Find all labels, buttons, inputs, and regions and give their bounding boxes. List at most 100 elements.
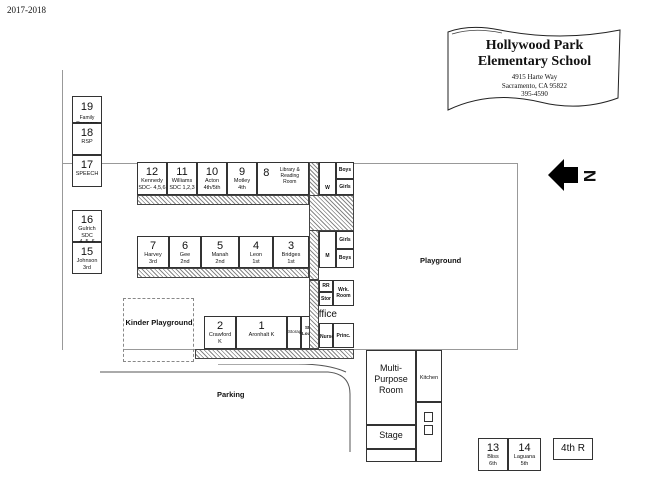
- room-4[interactable]: 4 Leon 1st: [239, 236, 273, 268]
- room-8[interactable]: 8 Library & Reading Room: [257, 162, 309, 195]
- room-9-number: 9: [238, 166, 246, 178]
- room-10-number: 10: [205, 166, 219, 178]
- room-19[interactable]: 19 Family Resource Rm: [72, 96, 102, 133]
- room-15-number: 15: [80, 246, 94, 258]
- room-14[interactable]: 14 Laguana 5th: [508, 438, 541, 471]
- room-7-name: Harvey: [144, 252, 162, 258]
- room-work-room-label: Wrk. Room: [336, 287, 351, 299]
- parking-lot-outline: [100, 364, 351, 452]
- room-5-sub: 2nd: [215, 258, 225, 265]
- room-4-sub: 1st: [252, 258, 260, 265]
- room-11-sub: SDC 1,2,3: [169, 184, 195, 191]
- room-stor-label: Stor: [321, 296, 331, 302]
- room-rr[interactable]: RR: [319, 280, 333, 292]
- room-9[interactable]: 9 Motley 4th: [227, 162, 257, 195]
- room-18-number: 18: [80, 127, 94, 139]
- restroom-m-block[interactable]: M: [319, 231, 336, 268]
- stage[interactable]: Stage: [366, 425, 416, 449]
- room-4-name: Leon: [249, 252, 263, 258]
- room-9-name: Motley: [233, 178, 251, 184]
- room-16[interactable]: 16 Gulrich SDC 4, 5, 6: [72, 210, 102, 245]
- walkway-top: [137, 195, 309, 205]
- banner-address: 4915 Harte Way: [511, 73, 558, 81]
- kinder-playground-label: Kinder Playground: [125, 318, 193, 327]
- room-2-sub: K: [218, 338, 222, 345]
- room-5-number: 5: [216, 240, 224, 252]
- room-6[interactable]: 6 Gee 2nd: [169, 236, 201, 268]
- room-3[interactable]: 3 Bridges 1st: [273, 236, 309, 268]
- restroom-boys-top-label: Boys: [338, 167, 352, 173]
- stage-label: Stage: [379, 430, 403, 440]
- room-6-number: 6: [181, 240, 189, 252]
- restroom-girls-top-label: Girls: [339, 184, 351, 190]
- room-2-number: 2: [216, 320, 224, 332]
- room-5-name: Manah: [211, 252, 229, 258]
- walkway-office: [309, 280, 319, 349]
- playground-label: Playground: [420, 256, 462, 265]
- restroom-boys-top[interactable]: Boys: [336, 162, 354, 179]
- room-11-name: Williams: [171, 178, 193, 184]
- room-nurse[interactable]: Nurse: [319, 323, 335, 348]
- room-10-name: Acton: [204, 178, 220, 184]
- room-12[interactable]: 12 Kennedy SDC- 4,5,6: [137, 162, 167, 195]
- multipurpose-room[interactable]: Multi- Purpose Room: [366, 350, 416, 425]
- restroom-girls-mid[interactable]: Girls: [336, 231, 354, 249]
- room-17[interactable]: 17 SPEECH: [72, 155, 102, 187]
- room-10[interactable]: 10 Acton 4th/5th: [197, 162, 227, 195]
- room-14-name: Laguana: [513, 454, 536, 460]
- room-17-number: 17: [80, 159, 94, 171]
- room-12-name: Kennedy: [141, 178, 163, 184]
- room-16-number: 16: [80, 214, 94, 226]
- room-1-number: 1: [258, 320, 265, 332]
- room-7-sub: 3rd: [149, 258, 157, 265]
- room-work-room[interactable]: Wrk. Room: [333, 280, 354, 306]
- room-14-sub: 5th: [520, 460, 529, 467]
- restroom-w-block[interactable]: W: [319, 162, 336, 195]
- room-2[interactable]: 2 Crawford K: [204, 316, 236, 349]
- room-storage[interactable]: Storage: [287, 316, 304, 349]
- restroom-girls-top[interactable]: Girls: [336, 179, 354, 195]
- room-8-number: 8: [263, 167, 270, 179]
- room-principal[interactable]: Princ.: [333, 323, 354, 348]
- room-11-number: 11: [176, 166, 188, 178]
- room-nurse-label: Nurse: [320, 334, 335, 340]
- room-19-number: 19: [80, 101, 94, 113]
- room-13-number: 13: [486, 442, 500, 454]
- walkway-cross: [309, 195, 354, 231]
- banner-phone: 395-4590: [521, 90, 548, 98]
- room-12-sub: SDC- 4,5,6: [138, 184, 166, 191]
- room-15[interactable]: 15 Johnson 3rd: [72, 242, 102, 274]
- room-12-number: 12: [145, 166, 159, 178]
- banner-title: Hollywood Park Elementary School: [452, 38, 617, 70]
- room-18[interactable]: 18 RSP: [72, 123, 102, 155]
- walkway-bottom: [195, 349, 354, 359]
- room-14-number: 14: [518, 442, 531, 454]
- room-13[interactable]: 13 Bliss 6th: [478, 438, 508, 471]
- room-stor[interactable]: Stor: [319, 292, 333, 306]
- banner-title-line2: Elementary School: [477, 54, 592, 69]
- room-5[interactable]: 5 Manah 2nd: [201, 236, 239, 268]
- kinder-playground[interactable]: [123, 298, 194, 362]
- room-11[interactable]: 11 Williams SDC 1,2,3: [167, 162, 197, 195]
- room-4-number: 4: [252, 240, 260, 252]
- room-15-name: Johnson: [76, 258, 98, 264]
- room-8-name: Library & Reading Room: [279, 167, 300, 185]
- compass-letter: N: [580, 169, 600, 183]
- room-rr-label: RR: [322, 283, 330, 289]
- room-principal-label: Princ.: [336, 333, 351, 339]
- walkway-middle: [137, 268, 309, 278]
- room-1[interactable]: 1 Aronhalt K: [236, 316, 287, 349]
- restroom-boys-mid-label: Boys: [338, 255, 352, 261]
- room-13-name: Bliss: [487, 454, 499, 460]
- restroom-w-label: W: [325, 185, 330, 191]
- kitchen[interactable]: Kitchen: [416, 350, 442, 402]
- room-7[interactable]: 7 Harvey 3rd: [137, 236, 169, 268]
- room-2-name: Crawford: [208, 332, 232, 338]
- office-label: Office: [311, 309, 337, 320]
- room-10-sub: 4th/5th: [203, 184, 221, 191]
- restroom-boys-mid[interactable]: Boys: [336, 249, 354, 268]
- room-6-name: Gee: [179, 252, 191, 258]
- room-4th-r[interactable]: 4th R: [553, 438, 593, 460]
- room-3-sub: 1st: [287, 258, 295, 265]
